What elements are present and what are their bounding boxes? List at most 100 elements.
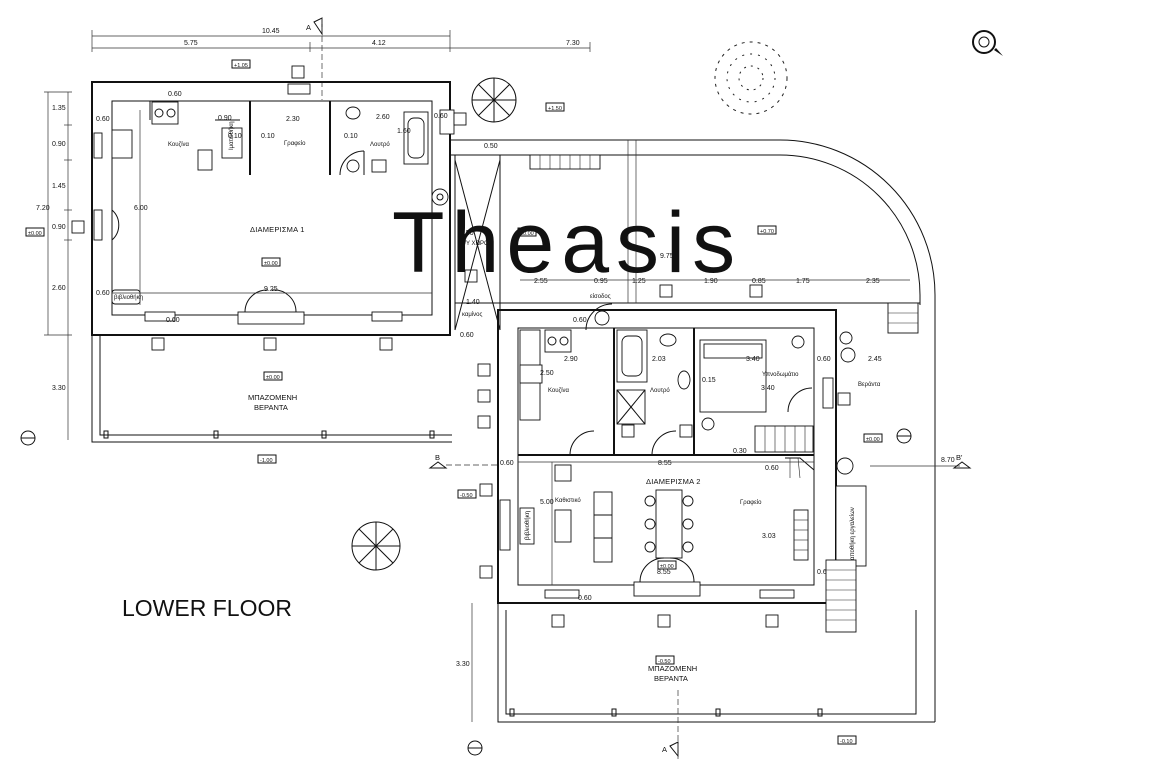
- shrub-symbol: [714, 41, 788, 115]
- svg-text:±0.00: ±0.00: [266, 375, 280, 381]
- svg-text:0.60: 0.60: [434, 113, 448, 120]
- apartment-1: Ιματιοθήκη 0.60 0.60 0.90 2.30 2.60 0.10: [91, 81, 498, 336]
- svg-text:0.60: 0.60: [817, 569, 831, 576]
- entrance-label: είσοδος: [590, 294, 611, 300]
- svg-text:4.50: 4.50: [460, 230, 474, 237]
- veranda-right: Βεράντα ±0.00 αποθήκη εργαλείων 8.70: [825, 331, 960, 633]
- left-dimensions: 1.35 0.90 1.45 0.90 2.60 7.20 3.30: [36, 91, 72, 440]
- veranda-1-label-b: ΒΕΡΑΝΤΑ: [254, 403, 288, 412]
- room-kitchen-1: Κουζίνα: [168, 142, 190, 148]
- svg-text:9.75: 9.75: [660, 253, 674, 260]
- svg-text:0.60: 0.60: [460, 332, 474, 339]
- svg-text:6.00: 6.00: [134, 205, 148, 212]
- floor-title: LOWER FLOOR: [122, 595, 292, 621]
- svg-text:1.35: 1.35: [52, 105, 66, 112]
- svg-text:+0.70: +0.70: [760, 229, 774, 235]
- apartment-2-label: ΔΙΑΜΕΡΙΣΜΑ 2: [646, 477, 701, 486]
- dim-top-total: 10.45: [262, 28, 280, 35]
- veranda-2-label-a: ΜΠΑΖΟΜΕΝΗ: [648, 664, 697, 673]
- view-marker-left: [20, 430, 36, 446]
- room-boiler: καμίνος: [462, 312, 483, 318]
- brand-logo: Theasis: [392, 195, 742, 291]
- room-bookcase-2: βιβλιοθήκη: [524, 511, 531, 540]
- level-tag-apt1: ±0.00: [261, 257, 281, 267]
- tree-symbol-top: [471, 77, 517, 123]
- svg-text:0.30: 0.30: [733, 448, 747, 455]
- svg-text:2.30: 2.30: [286, 116, 300, 123]
- veranda-2-label-b: ΒΕΡΑΝΤΑ: [654, 674, 688, 683]
- common-area: Η/Υ ΧΩΡΟΣ 4.50 9.75 1.40 καμίνος 0.60 ±0…: [450, 139, 936, 722]
- veranda-2: -0.50 ΜΠΑΖΟΜΕΝΗ ΒΕΡΑΝΤΑ 3.30 -0.10 -0.50: [456, 489, 935, 745]
- svg-text:8.55: 8.55: [657, 569, 671, 576]
- svg-text:0.60: 0.60: [500, 460, 514, 467]
- svg-text:3.40: 3.40: [746, 356, 760, 363]
- svg-text:±0.00: ±0.00: [866, 437, 880, 443]
- svg-text:0.85: 0.85: [752, 278, 766, 285]
- svg-text:1.25: 1.25: [632, 278, 646, 285]
- svg-text:0.60: 0.60: [96, 290, 110, 297]
- svg-text:A: A: [662, 745, 667, 754]
- svg-text:1.90: 1.90: [704, 278, 718, 285]
- svg-text:0.90: 0.90: [218, 115, 232, 122]
- north-arrow-icon: [972, 30, 1003, 56]
- veranda-1: ±0.00 ΜΠΑΖΟΜΕΝΗ ΒΕΡΑΝΤΑ -1.00: [91, 335, 452, 464]
- room-closet: Ιματιοθήκη: [228, 121, 235, 150]
- room-kitchen-2: Κουζίνα: [548, 388, 570, 394]
- svg-text:2.60: 2.60: [376, 114, 390, 121]
- svg-text:-0.10: -0.10: [840, 739, 853, 745]
- svg-text:±0.00: ±0.00: [660, 564, 674, 570]
- room-bookcase-1: βιβλιοθήκη: [114, 294, 143, 301]
- svg-text:2.03: 2.03: [652, 356, 666, 363]
- svg-text:3.03: 3.03: [762, 533, 776, 540]
- room-wc-1: Λουτρό: [370, 141, 390, 148]
- svg-text:0.10: 0.10: [261, 133, 275, 140]
- tree-symbol-bottom: [351, 521, 401, 571]
- room-common: Η/Υ ΧΩΡΟΣ: [460, 241, 493, 247]
- svg-text:-1.00: -1.00: [260, 458, 273, 464]
- svg-text:A: A: [306, 23, 311, 32]
- svg-text:B: B: [435, 453, 440, 462]
- svg-text:0.90: 0.90: [52, 141, 66, 148]
- room-bedroom: Υπνοδωμάτιο: [762, 371, 799, 378]
- svg-text:0.95: 0.95: [594, 278, 608, 285]
- svg-text:1.45: 1.45: [52, 183, 66, 190]
- svg-text:0.60: 0.60: [168, 91, 182, 98]
- level-tags-apt1-outer: +1.05 ±0.00 +1.50: [25, 59, 565, 237]
- svg-text:2.90: 2.90: [564, 356, 578, 363]
- svg-text:+1.50: +1.50: [548, 106, 562, 112]
- view-marker-bottom: [467, 740, 483, 756]
- dim-top-mid: 4.12: [372, 40, 386, 47]
- svg-text:0.10: 0.10: [228, 133, 242, 140]
- svg-text:1.40: 1.40: [466, 299, 480, 306]
- section-mark-b: B B': [428, 453, 972, 469]
- svg-text:0.60: 0.60: [166, 317, 180, 324]
- section-mark-a-top: A: [306, 17, 323, 100]
- svg-text:0.50: 0.50: [484, 143, 498, 150]
- tile-markers: [71, 65, 851, 628]
- svg-text:-0.50: -0.50: [658, 659, 671, 665]
- svg-text:±0.00: ±0.00: [28, 231, 42, 237]
- view-marker-right: [896, 428, 912, 444]
- svg-text:8.70: 8.70: [941, 457, 955, 464]
- svg-text:2.50: 2.50: [540, 370, 554, 377]
- svg-text:3.30: 3.30: [52, 385, 66, 392]
- svg-text:0.60: 0.60: [96, 116, 110, 123]
- svg-text:2.55: 2.55: [534, 278, 548, 285]
- svg-text:0.90: 0.90: [52, 224, 66, 231]
- room-living: Καθιστικό: [555, 497, 581, 504]
- room-wc-2: Λουτρό: [650, 387, 670, 394]
- svg-text:0.60: 0.60: [578, 595, 592, 602]
- svg-text:+1.05: +1.05: [234, 63, 248, 69]
- room-storage: αποθήκη εργαλείων: [849, 507, 856, 560]
- svg-text:3.40: 3.40: [761, 385, 775, 392]
- svg-text:7.20: 7.20: [36, 205, 50, 212]
- svg-text:0.60: 0.60: [573, 317, 587, 324]
- svg-text:2.35: 2.35: [866, 278, 880, 285]
- room-office-2: Γραφείο: [740, 500, 762, 506]
- dim-top-right: 7.30: [566, 40, 580, 47]
- room-veranda: Βεράντα: [858, 381, 881, 388]
- apartment-2: 2.90 2.03 3.40 0.60 2.45 2.50 3.40 0.15 …: [497, 309, 882, 604]
- svg-text:-0.50: -0.50: [460, 493, 473, 499]
- entrance: είσοδος 0.60: [573, 294, 613, 331]
- dim-top-left: 5.75: [184, 40, 198, 47]
